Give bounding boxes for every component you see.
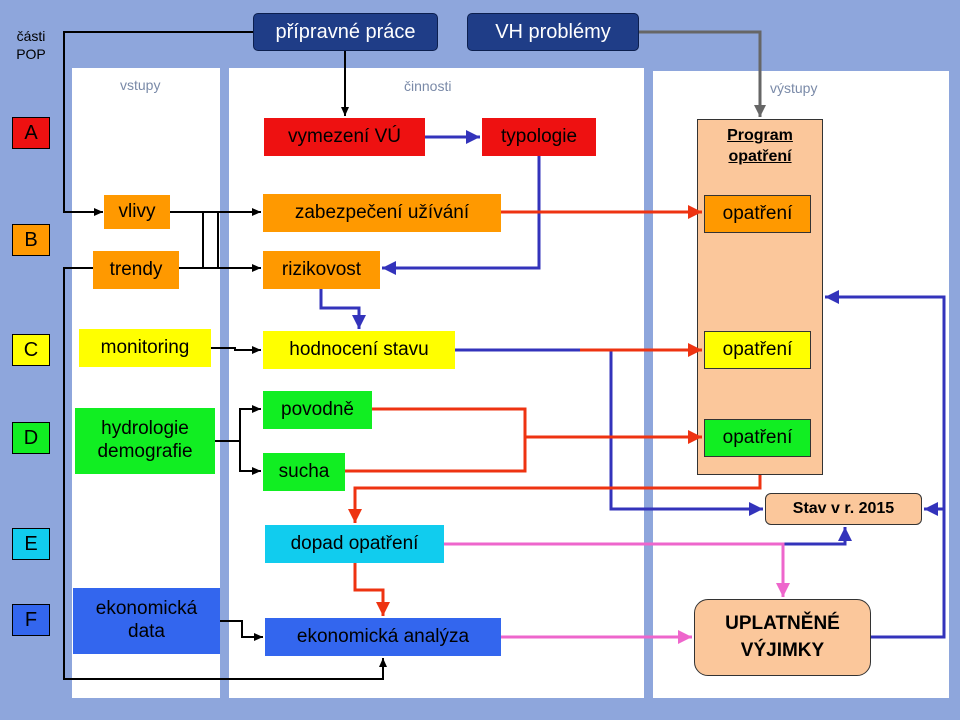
connector-dopad-to-analyza <box>353 563 390 616</box>
activities-panel-label: činnosti <box>404 78 452 94</box>
part-f: F <box>12 604 50 636</box>
connector-rizikovost-to-hodnoceni <box>319 289 366 329</box>
program-opatreni-title: Program opatření <box>727 127 793 165</box>
hodnoceni-stavu-box: hodnocení stavu <box>263 331 455 369</box>
connector-preparatory-to-vlivy <box>63 31 253 216</box>
ekonomicka-analyza-box: ekonomická analýza <box>265 618 501 656</box>
vymezeni-vu-box: vymezení VÚ <box>264 118 425 156</box>
connector-typologie-to-rizikovost <box>382 156 541 275</box>
part-a: A <box>12 117 50 149</box>
measure-box-green: opatření <box>704 419 811 457</box>
trendy-box: trendy <box>93 251 179 289</box>
connector-vh-problems-to-program <box>639 30 766 117</box>
connector-vyjimky-to-program <box>825 290 946 639</box>
inputs-panel-label: vstupy <box>120 77 161 93</box>
povodne-box: povodně <box>263 391 372 429</box>
part-c: C <box>12 334 50 366</box>
connector-hydrologie-to-povodne <box>215 405 261 442</box>
pop-parts-label: části POP <box>16 28 46 63</box>
zabezpeceni-uzivani-box: zabezpečení užívání <box>263 194 501 232</box>
connector-program-to-dopad <box>348 475 762 523</box>
vlivy-box: vlivy <box>104 195 170 229</box>
rizikovost-box: rizikovost <box>263 251 380 289</box>
connector-hydrologie-to-sucha <box>239 441 261 475</box>
hydrology-demography-box: hydrologie demografie <box>75 408 215 474</box>
outputs-panel-label: výstupy <box>770 80 818 96</box>
connector-vlivy-trendy-bus <box>179 212 261 269</box>
activities-panel <box>229 68 644 698</box>
part-d: D <box>12 422 50 454</box>
connector-dopad-to-stav <box>783 527 852 546</box>
part-e: E <box>12 528 50 560</box>
monitoring-box: monitoring <box>79 329 211 367</box>
economic-data-box: ekonomická data <box>73 588 220 654</box>
measure-box-yellow: opatření <box>704 331 811 369</box>
connector-povodne-to-measure <box>372 407 702 444</box>
connector-sucha-to-measure <box>345 437 527 473</box>
preparatory-work-box: přípravné práce <box>253 13 438 51</box>
connector-monitoring-to-hodnoceni <box>211 346 261 354</box>
status-2015-box: Stav v r. 2015 <box>765 493 922 525</box>
connector-dopad-to-vyjimky <box>444 542 790 597</box>
applied-exemptions-box: UPLATNĚNÉ VÝJIMKY <box>694 599 871 676</box>
measure-box-orange: opatření <box>704 195 811 233</box>
sucha-box: sucha <box>263 453 345 491</box>
vh-problems-box: VH problémy <box>467 13 639 51</box>
program-opatreni-box <box>697 119 823 475</box>
connector-hodnoceni-to-stav <box>455 348 763 516</box>
typologie-box: typologie <box>482 118 596 156</box>
connector-trendy-loop-to-analyza <box>63 267 387 680</box>
connector-ekodata-to-analyza <box>220 620 263 641</box>
dopad-opatreni-box: dopad opatření <box>265 525 444 563</box>
part-b: B <box>12 224 50 256</box>
